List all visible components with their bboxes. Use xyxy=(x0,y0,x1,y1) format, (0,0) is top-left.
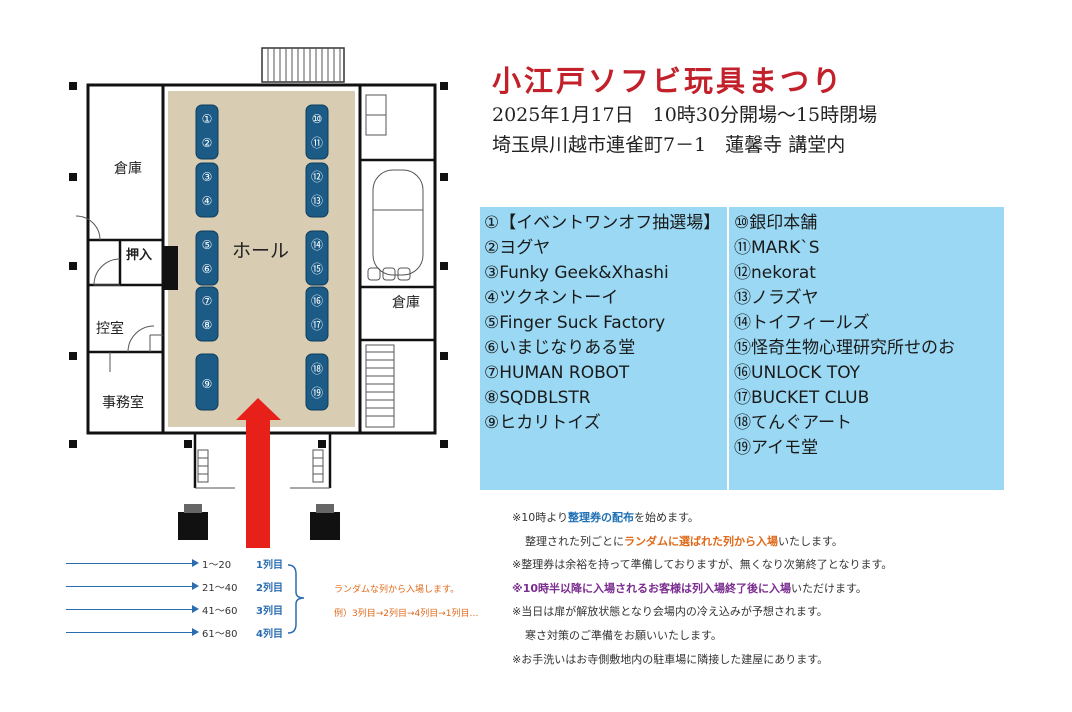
note-line-7: ※お手洗いはお寺側敷地内の駐車場に隣接した建屋にあります。 xyxy=(512,652,829,666)
notes-section: ※10時より整理券の配布を始めます。 整理された列ごとにランダムに選ばれた列から… xyxy=(512,506,892,671)
arrow-right-icon xyxy=(192,582,199,590)
note-line-1: ※10時より整理券の配布を始めます。 xyxy=(512,511,699,524)
table-number-7: ⑦ xyxy=(202,294,213,308)
entrance-arrow xyxy=(236,398,281,548)
queue-range: 21～40 xyxy=(202,583,238,594)
table-number-18: ⑱ xyxy=(311,362,323,376)
table-9 xyxy=(195,353,219,411)
room-waiting: 控室 xyxy=(96,321,124,337)
vendor-item: ⑥いまじなりある堂 xyxy=(484,338,636,358)
table-number-11: ⑪ xyxy=(311,136,323,150)
arrow-right-icon xyxy=(192,605,199,613)
queue-label: 2列目 xyxy=(256,583,283,594)
table-number-10: ⑩ xyxy=(312,112,323,126)
queue-label: 1列目 xyxy=(256,560,283,571)
table-12-13 xyxy=(305,162,329,218)
vendor-item: ⑮怪奇生物心理研究所せのお xyxy=(734,338,955,358)
note-line-2: 整理された列ごとにランダムに選ばれた列から入場いたします。 xyxy=(525,534,843,548)
vendor-item: ⑰BUCKET CLUB xyxy=(734,388,870,408)
table-number-8: ⑧ xyxy=(202,318,213,332)
vendor-item: ③Funky Geek&Xhashi xyxy=(484,263,669,283)
arrow-right-icon xyxy=(192,628,199,636)
table-5-6 xyxy=(195,230,219,286)
queue-row-4: 61～80 4列目 xyxy=(66,623,283,643)
table-14-15 xyxy=(305,230,329,286)
table-number-4: ④ xyxy=(202,194,213,208)
vendor-list-right: ⑩銀印本舗 ⑪MARK`S ⑫nekorat ⑬ノラズヤ ⑭トイフィールズ ⑮怪… xyxy=(734,211,955,461)
queue-row-3: 41～60 3列目 xyxy=(66,600,283,620)
event-location: 埼玉県川越市連雀町7－1 蓮馨寺 講堂内 xyxy=(492,134,846,156)
table-7-8 xyxy=(195,286,219,342)
arrow-right-icon xyxy=(192,559,199,567)
table-number-14: ⑭ xyxy=(311,238,323,252)
note-line-4: ※10時半以降に入場されるお客様は列入場終了後に入場いただけます。 xyxy=(512,581,867,595)
vendor-item: ⑦HUMAN ROBOT xyxy=(484,363,630,383)
queue-note-random: ランダムな列から入場します。 xyxy=(334,585,460,595)
table-10-11 xyxy=(305,104,329,160)
table-18-19 xyxy=(305,353,329,411)
table-number-5: ⑤ xyxy=(202,238,213,252)
vendor-list-panel xyxy=(480,207,1004,490)
table-number-1: ① xyxy=(202,112,213,126)
event-date-time: 2025年1月17日 10時30分開場～15時閉場 xyxy=(492,104,878,126)
vendor-item: ⑬ノラズヤ xyxy=(734,288,819,308)
vendor-item: ⑯UNLOCK TOY xyxy=(734,363,861,383)
table-3-4 xyxy=(195,162,219,218)
vendor-item: ⑭トイフィールズ xyxy=(734,313,870,333)
note-line-3: ※整理券は余裕を持って準備しておりますが、無くなり次第終了となります。 xyxy=(512,558,893,572)
room-storage-right: 倉庫 xyxy=(392,295,420,311)
vendor-item: ⑧SQDBLSTR xyxy=(484,388,591,408)
table-number-3: ③ xyxy=(202,170,213,184)
event-title: 小江戸ソフビ玩具まつり xyxy=(492,64,845,98)
room-storage-left: 倉庫 xyxy=(114,161,142,177)
queue-label: 4列目 xyxy=(256,629,283,640)
queue-range: 41～60 xyxy=(202,606,238,617)
queue-range: 1～20 xyxy=(202,560,232,571)
room-closet: 押入 xyxy=(126,248,153,263)
note-line-5: ※当日は扉が解放状態となり会場内の冷え込みが予想されます。 xyxy=(512,605,828,619)
vendor-item: ⑨ヒカリトイズ xyxy=(484,413,601,433)
vendor-item: ⑲アイモ堂 xyxy=(734,438,819,458)
table-number-16: ⑯ xyxy=(311,294,323,308)
vendor-item: ⑤Finger Suck Factory xyxy=(484,313,666,333)
queue-note-example: 例）3列目→2列目→4列目→1列目… xyxy=(334,609,479,619)
queue-label: 3列目 xyxy=(256,606,283,617)
table-number-13: ⑬ xyxy=(311,194,323,208)
vendor-item: ⑱てんぐアート xyxy=(734,413,852,433)
note-line-6: 寒さ対策のご準備をお願いいたします。 xyxy=(525,628,722,642)
table-number-12: ⑫ xyxy=(311,170,323,184)
table-number-9: ⑨ xyxy=(202,377,213,391)
table-number-6: ⑥ xyxy=(202,262,213,276)
floor-plan: ① ② ③ ④ ⑤ ⑥ ⑦ ⑧ ⑨ ⑩ ⑪ ⑫ ⑬ ⑭ ⑮ ⑯ ⑰ ⑱ ⑲ xyxy=(69,47,448,634)
table-number-19: ⑲ xyxy=(311,386,323,400)
table-number-2: ② xyxy=(202,136,213,150)
vendor-item: ②ヨグヤ xyxy=(484,238,551,258)
table-16-17 xyxy=(305,286,329,342)
table-number-17: ⑰ xyxy=(311,318,323,332)
queue-row-2: 21～40 2列目 xyxy=(66,577,283,597)
table-number-15: ⑮ xyxy=(311,262,323,276)
room-office: 事務室 xyxy=(102,395,144,411)
vendor-item: ⑫nekorat xyxy=(734,263,816,283)
vendor-item: ⑪MARK`S xyxy=(734,238,820,258)
table-1-2 xyxy=(195,104,219,160)
vendor-list-left: ①【イベントワンオフ抽選場】 ②ヨグヤ ③Funky Geek&Xhashi ④… xyxy=(484,211,720,436)
vendor-list-divider xyxy=(727,207,729,490)
vendor-item: ④ツクネントーイ xyxy=(484,288,619,308)
queue-bracket xyxy=(287,564,305,634)
queue-row-1: 1～20 1列目 xyxy=(66,554,283,574)
room-hall: ホール xyxy=(232,240,290,262)
queue-range: 61～80 xyxy=(202,629,238,640)
vendor-item: ①【イベントワンオフ抽選場】 xyxy=(484,213,721,233)
vendor-item: ⑩銀印本舗 xyxy=(734,213,818,233)
